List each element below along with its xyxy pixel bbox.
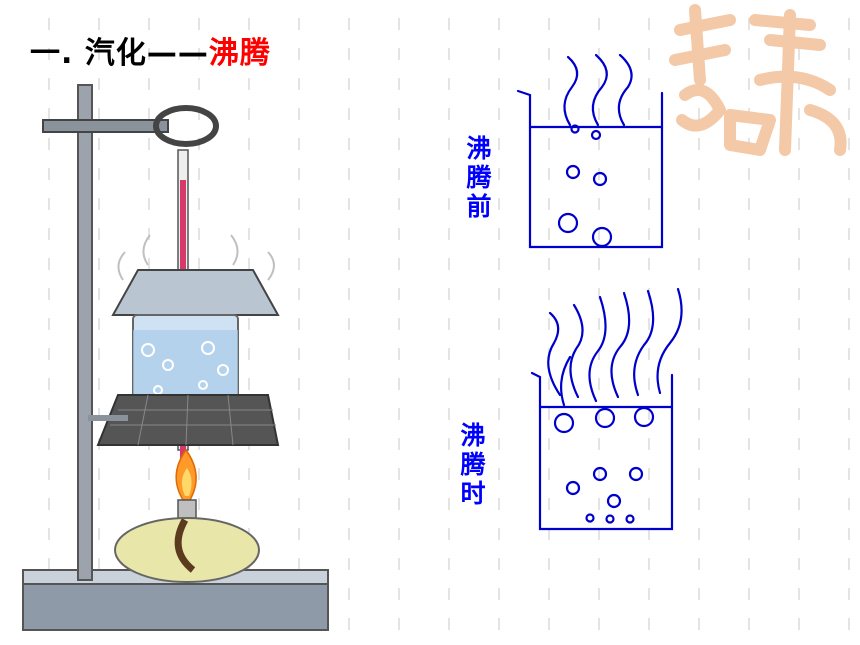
beaker-during-boiling-icon: [530, 287, 683, 531]
slide-title: 一. 汽化——沸腾: [30, 28, 271, 72]
label-before-boiling: 沸腾前: [463, 134, 492, 222]
decorative-seal-icon: [669, 4, 847, 156]
boiling-apparatus-icon: [22, 84, 329, 631]
beaker-before-boiling-icon: [516, 53, 664, 249]
title-highlight: 沸腾: [208, 36, 271, 71]
title-prefix: 一. 汽化——: [30, 36, 209, 71]
label-during-boiling: 沸腾时: [457, 421, 486, 509]
